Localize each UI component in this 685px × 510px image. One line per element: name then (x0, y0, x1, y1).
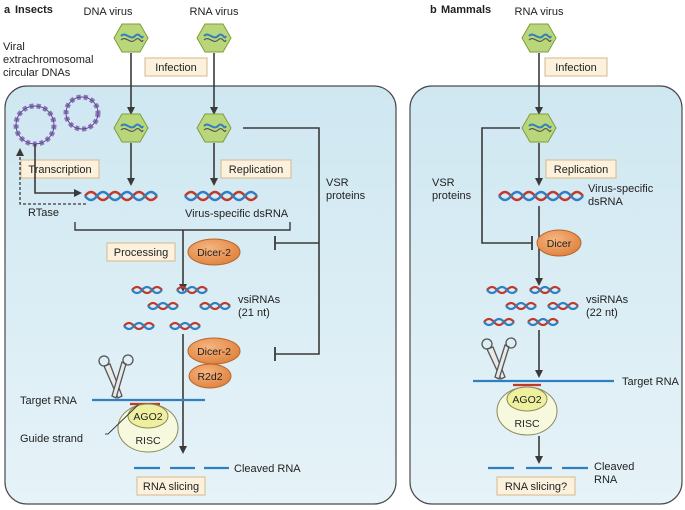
replication-box-a (220, 159, 292, 179)
cleaved-rna-label-a: Cleaved RNA (234, 463, 301, 475)
panel-b: b Mammals RNA virus Infection Replicatio… (409, 4, 683, 505)
r2d2-protein (188, 363, 232, 389)
rna-virus-label-b: RNA virus (515, 6, 564, 18)
dicer-enzyme-b (536, 229, 582, 257)
vsr-label-b-2: proteins (432, 190, 472, 202)
dicer-2-label: Dicer-2 (197, 247, 231, 259)
dsrna-label-a: Virus-specific dsRNA (185, 208, 289, 220)
scissors-icon-b (481, 337, 517, 380)
ago2-protein-a (127, 403, 169, 429)
target-rna-label-a: Target RNA (20, 395, 78, 407)
replication-box-b (545, 159, 617, 179)
ago2-label-a: AGO2 (133, 411, 162, 423)
rna-slicing-box-b (496, 476, 576, 496)
replication-label-a: Replication (229, 164, 283, 176)
infection-label-a: Infection (155, 62, 197, 74)
processing-label: Processing (114, 247, 168, 259)
panel-a-title: Insects (15, 4, 53, 16)
rtase-label: RTase (28, 207, 59, 219)
risc-label-b: RISC (514, 418, 540, 430)
dna-virus-label: DNA virus (84, 6, 133, 18)
panel-b-title: Mammals (441, 4, 491, 16)
guide-strand-label: Guide strand (20, 433, 83, 445)
target-rna-label-b: Target RNA (622, 376, 680, 388)
vsirnas-label-b-2: (22 nt) (586, 307, 618, 319)
vsr-inhibition-line-b (481, 127, 532, 244)
vsirnas-label-a-2: (21 nt) (238, 307, 270, 319)
rtase-dashed-arrow (16, 148, 86, 205)
panel-b-letter: b (430, 4, 437, 16)
vsr-label-b-1: VSR (432, 177, 455, 189)
cleaved-rna-label-b-2: RNA (594, 474, 618, 486)
vsr-label-a-2: proteins (326, 190, 366, 202)
infection-box-b (544, 57, 608, 77)
circular-dna-transcription-arrow (34, 144, 82, 197)
circular-dna-label-2: extrachromosomal (3, 54, 93, 66)
dicer-2-lower-label: Dicer-2 (197, 346, 231, 358)
r2d2-label: R2d2 (197, 371, 222, 383)
dicer-label-b: Dicer (547, 238, 572, 250)
vsr-inhibition-line (243, 127, 320, 355)
infection-box-a (144, 57, 208, 77)
ago2-label-b: AGO2 (512, 394, 541, 406)
vsirna-fragments-b (483, 285, 579, 327)
vsirnas-label-a-1: vsiRNAs (238, 294, 281, 306)
guide-strand-leader (105, 404, 139, 435)
dsrna-helix-dna-side (84, 190, 158, 202)
dsrna-label-b-2: dsRNA (588, 196, 624, 208)
risc-label-a: RISC (135, 435, 161, 447)
ago2-protein-b (506, 386, 548, 412)
dsrna-helix-rna-side (184, 190, 258, 202)
rna-virus-particle-b (521, 23, 557, 53)
replication-label-b: Replication (554, 164, 608, 176)
vsirnas-label-b-1: vsiRNAs (586, 294, 629, 306)
infection-label-b: Infection (555, 62, 597, 74)
rna-slicing-label-b: RNA slicing? (505, 481, 567, 493)
rna-virus-label-a: RNA virus (190, 6, 239, 18)
panel-a-letter: a (4, 4, 11, 16)
dsrna-helix-b (498, 190, 584, 202)
vsr-label-a-1: VSR (326, 177, 349, 189)
rna-slicing-box-a (136, 476, 206, 496)
rna-virus-particle-a (196, 23, 232, 53)
vsirna-fragments-a (123, 285, 231, 331)
circular-dna-label-1: Viral (3, 41, 25, 53)
dna-virus-intracellular (113, 113, 149, 143)
rna-virus-intracellular-a (196, 113, 232, 143)
panel-a: a Insects DNA virus RNA virus Viral extr… (3, 4, 397, 505)
dicer-2-enzyme (187, 238, 241, 266)
dna-virus-particle (113, 23, 149, 53)
dsrna-label-b-1: Virus-specific (588, 183, 654, 195)
rna-slicing-label-a: RNA slicing (143, 481, 199, 493)
circular-dna-label-3: circular DNAs (3, 67, 71, 79)
transcription-box (20, 159, 100, 179)
transcription-label: Transcription (28, 164, 91, 176)
cleaved-rna-label-b-1: Cleaved (594, 461, 634, 473)
scissors-icon-a (98, 354, 134, 399)
circular-dna-2 (63, 94, 101, 132)
rna-virus-intracellular-b (521, 113, 557, 143)
processing-box (106, 242, 176, 262)
mammal-cell (409, 85, 683, 505)
